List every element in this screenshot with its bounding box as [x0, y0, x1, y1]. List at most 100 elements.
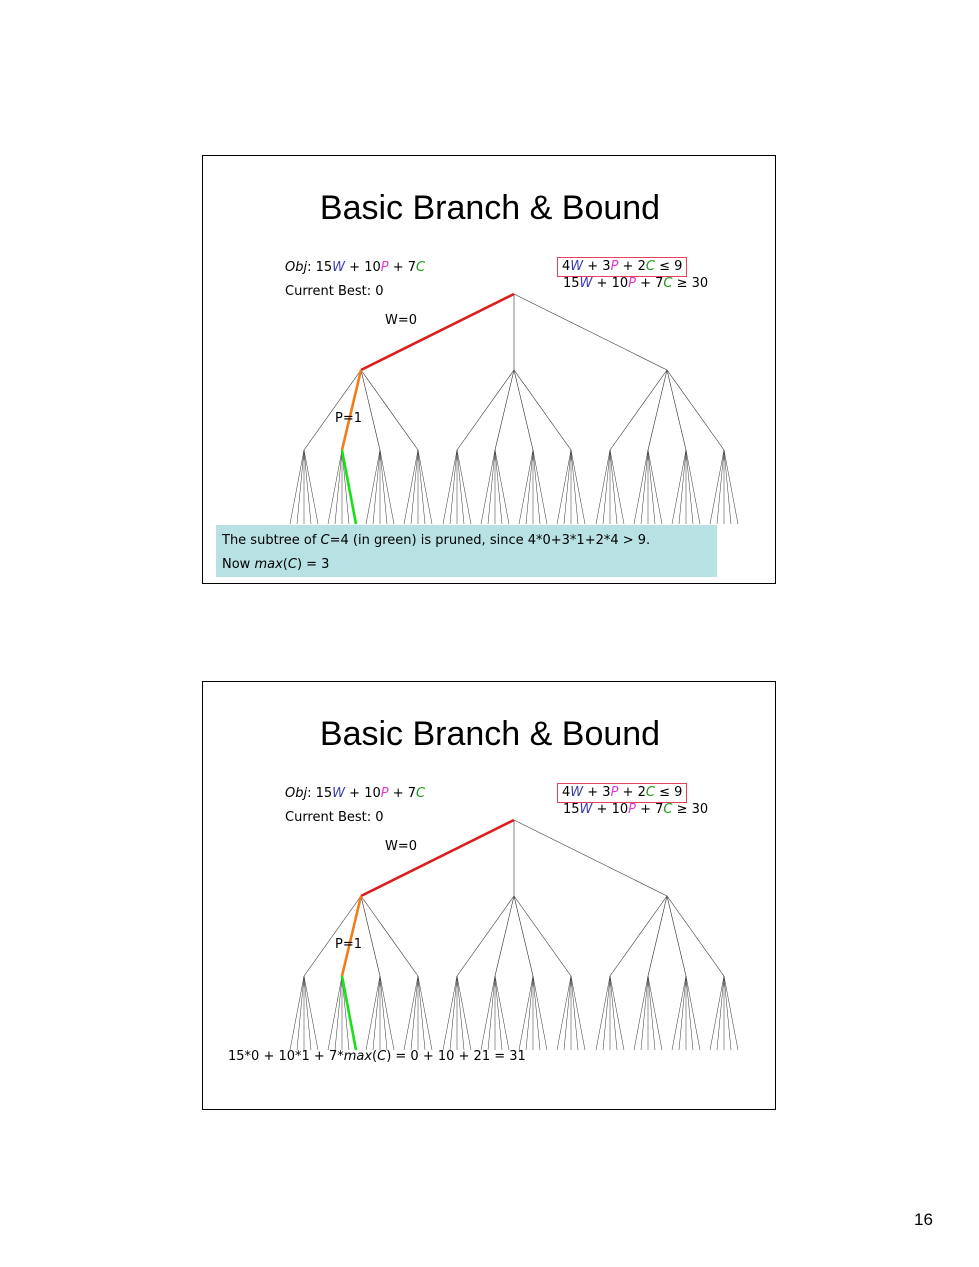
- tree-leaf-edge: [685, 975, 701, 1051]
- tree-edge: [360, 369, 419, 451]
- tree-leaf-edge: [609, 449, 625, 525]
- tree-leaf-edge: [518, 449, 534, 525]
- var-c: C: [416, 260, 426, 275]
- tree-leaf-edge: [303, 975, 319, 1051]
- tree-leaf-edge: [709, 449, 725, 525]
- tree-leaf-edge: [716, 975, 725, 1051]
- tree-leaf-edge: [449, 449, 458, 525]
- tree-leaf-edge: [532, 975, 541, 1051]
- tree-edge: [360, 369, 381, 451]
- tree-leaf-edge: [570, 975, 586, 1051]
- pruning-note: The subtree of C=4 (in green) is pruned,…: [216, 525, 717, 577]
- tree-leaf-edge: [723, 449, 732, 525]
- tree-leaf-edge: [417, 975, 426, 1051]
- tree-edge: [360, 895, 419, 977]
- tree-leaf-edge: [403, 975, 419, 1051]
- tree-edge: [360, 895, 381, 977]
- tree-leaf-edge: [671, 449, 687, 525]
- tree-leaf-edge: [685, 449, 701, 525]
- tree-leaf-edge: [678, 449, 687, 525]
- tree-leaf-edge: [456, 975, 465, 1051]
- tree-leaf-edge: [633, 975, 649, 1051]
- tree-edge: [303, 895, 362, 977]
- tree-edge: [666, 369, 687, 451]
- tree-edge: [647, 369, 668, 451]
- search-tree: [289, 292, 739, 525]
- tree-leaf-edge: [372, 975, 381, 1051]
- current-best: Current Best: 0: [285, 810, 384, 825]
- tree-leaf-edge: [723, 975, 732, 1051]
- path-w-edge: [360, 818, 515, 898]
- tree-leaf-edge: [647, 975, 663, 1051]
- tree-leaf-edge: [334, 975, 343, 1051]
- tree-leaf-edge: [442, 975, 458, 1051]
- search-tree: [289, 818, 739, 1051]
- tree-leaf-edge: [417, 975, 433, 1051]
- tree-leaf-edge: [494, 975, 503, 1051]
- tree-leaf-edge: [602, 975, 611, 1051]
- tree-leaf-edge: [494, 449, 510, 525]
- tree-leaf-edge: [449, 975, 458, 1051]
- tree-edge: [494, 895, 515, 977]
- tree-leaf-edge: [379, 975, 388, 1051]
- note-line-1: The subtree of C=4 (in green) is pruned,…: [222, 533, 651, 548]
- tree-leaf-edge: [532, 449, 548, 525]
- tree-leaf-edge: [525, 449, 534, 525]
- path-w-edge: [360, 292, 515, 372]
- tree-edge: [513, 293, 668, 371]
- slide-title: Basic Branch & Bound: [319, 189, 661, 227]
- tree-leaf-edge: [563, 449, 572, 525]
- tree-leaf-edge: [456, 449, 472, 525]
- tree-leaf-edge: [518, 975, 534, 1051]
- obj-label: Obj: [285, 786, 308, 801]
- tree-edge: [494, 369, 515, 451]
- tree-edge: [666, 369, 725, 451]
- tree-edge: [666, 895, 725, 977]
- slide-1: Basic Branch & Bound Obj: 15W + 10P + 7C…: [202, 155, 776, 584]
- tree-leaf-edge: [365, 975, 381, 1051]
- tree-leaf-edge: [410, 449, 419, 525]
- var-p: P: [380, 786, 389, 801]
- tree-leaf-edge: [595, 975, 611, 1051]
- tree-leaf-edge: [487, 449, 496, 525]
- bound-calculation: 15*0 + 10*1 + 7*max(C) = 0 + 10 + 21 = 3…: [228, 1049, 526, 1064]
- tree-leaf-edge: [327, 975, 343, 1051]
- path-p-edge: [340, 369, 363, 451]
- tree-leaf-edge: [456, 975, 472, 1051]
- var-c: C: [416, 786, 426, 801]
- tree-leaf-edge: [303, 449, 319, 525]
- note-line-2: Now max(C) = 3: [222, 557, 330, 572]
- tree-leaf-edge: [417, 449, 433, 525]
- tree-leaf-edge: [570, 975, 579, 1051]
- current-best: Current Best: 0: [285, 284, 384, 299]
- tree-edge: [513, 819, 668, 897]
- tree-edge: [647, 895, 668, 977]
- tree-leaf-edge: [556, 975, 572, 1051]
- tree-leaf-edge: [647, 975, 656, 1051]
- tree-leaf-edge: [570, 449, 579, 525]
- tree-leaf-edge: [723, 449, 739, 525]
- tree-leaf-edge: [379, 449, 395, 525]
- page-number: 16: [914, 1210, 933, 1229]
- tree-leaf-edge: [595, 449, 611, 525]
- tree-leaf-edge: [609, 975, 618, 1051]
- tree-leaf-edge: [671, 975, 687, 1051]
- slide-title: Basic Branch & Bound: [319, 715, 661, 753]
- tree-leaf-edge: [480, 449, 496, 525]
- tree-leaf-edge: [525, 975, 534, 1051]
- branch-label-p: P=1: [335, 937, 363, 952]
- tree-leaf-edge: [532, 449, 541, 525]
- tree-edge: [513, 895, 572, 977]
- objective-text: Obj: 15W + 10P + 7C: [285, 260, 426, 275]
- tree-leaf-edge: [379, 449, 388, 525]
- constraint-objective: 15W + 10P + 7C ≥ 30: [563, 276, 709, 291]
- tree-edge: [609, 895, 668, 977]
- tree-edge: [456, 369, 515, 451]
- var-p: P: [380, 260, 389, 275]
- tree-leaf-edge: [633, 449, 649, 525]
- slide-2: Basic Branch & Bound Obj: 15W + 10P + 7C…: [202, 681, 776, 1110]
- path-c-edge: [340, 975, 358, 1051]
- tree-edge: [666, 895, 687, 977]
- tree-leaf-edge: [494, 449, 503, 525]
- tree-leaf-edge: [417, 449, 426, 525]
